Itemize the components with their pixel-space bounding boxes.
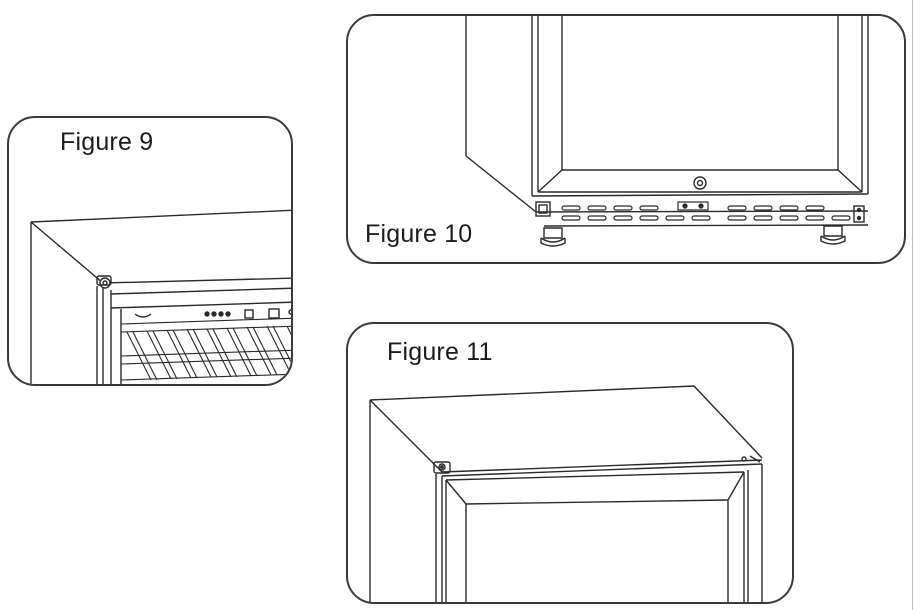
figure-10-drawing	[465, 16, 869, 247]
wine-shelves	[120, 317, 291, 381]
control-panel	[134, 308, 291, 319]
hinge-icon	[96, 275, 112, 289]
figure-11-caption: Figure 11	[384, 340, 496, 365]
figure-11-panel: Figure 11	[346, 322, 794, 604]
leveling-foot-icon	[540, 227, 566, 247]
cabinet-top-edge	[30, 221, 104, 284]
figure-10-panel: Figure 10	[346, 14, 906, 264]
figure-9-caption: Figure 9	[57, 130, 157, 155]
cabinet-top-edge	[369, 399, 443, 473]
ventilation-grille	[561, 201, 851, 221]
figure-10-caption: Figure 10	[362, 222, 476, 247]
hinge-icon	[433, 461, 451, 474]
leveling-foot-icon	[820, 225, 846, 245]
figure-9-drawing	[30, 209, 291, 384]
lock-icon	[693, 176, 707, 190]
hinge-pin-icon	[741, 455, 761, 463]
bottom-hinge-icon	[535, 201, 551, 217]
cabinet-bottom-edge	[465, 155, 537, 213]
page-edge-divider	[912, 0, 913, 610]
figure-9-panel: Figure 9	[7, 116, 293, 386]
figure-11-drawing	[369, 385, 763, 602]
